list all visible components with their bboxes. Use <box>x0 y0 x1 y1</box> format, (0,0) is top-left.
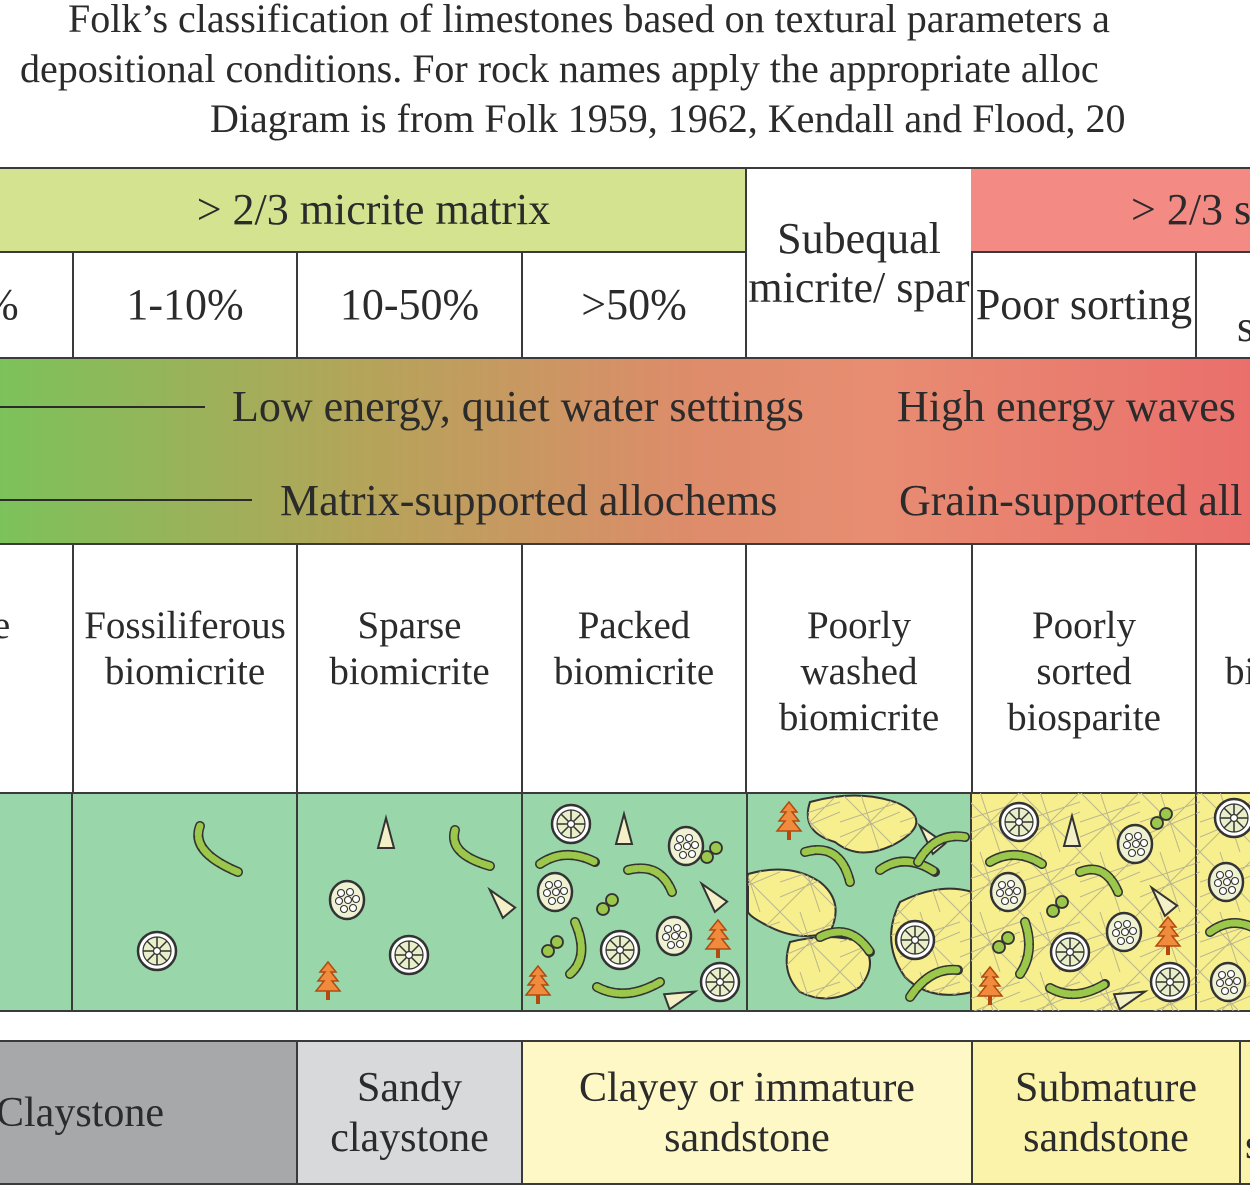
crinoid-ossicle-icon <box>550 803 592 845</box>
micrite-matrix-label: > 2/3 micrite matrix <box>196 185 551 234</box>
bryozoan-fragment-icon <box>328 879 366 921</box>
crinoid-ossicle-icon <box>699 961 741 1003</box>
submature-sandstone-label: Submature sandstone <box>1015 1064 1197 1161</box>
subheader-10-50-label: 10-50% <box>339 280 480 329</box>
subheader-poor-sorting-label: Poor sorting <box>975 280 1193 329</box>
bryozoan-fragment-icon <box>1105 911 1143 953</box>
rockname-col0: te <box>0 543 74 794</box>
crinoid-ossicle-icon <box>998 801 1040 843</box>
high-energy-label: High energy waves <box>897 382 1236 431</box>
caption-line-1: Folk’s classification of limestones base… <box>68 0 1110 41</box>
bryozoan-fragment-icon <box>667 825 705 867</box>
bryozoan-fragment-icon <box>1209 961 1247 1003</box>
rockname-col0-label: te <box>0 604 11 647</box>
siliciclastic-col-last: s <box>1239 1040 1250 1185</box>
texture-illustration-row <box>0 792 1250 1012</box>
texture-illustrations-svg <box>0 792 1250 1012</box>
subequal-header: Subequal micrite/ spar <box>745 167 973 359</box>
siliciclastic-col-last-label: s <box>1245 1122 1250 1168</box>
subheader-over-50: >50% <box>521 251 747 359</box>
crinoid-ossicle-icon <box>136 930 178 972</box>
energy-gradient-band <box>0 357 1250 545</box>
grain-supported-label: Grain-supported all <box>899 476 1243 525</box>
rockname-col-last-label: bi <box>1225 650 1250 693</box>
subequal-label: Subequal micrite/ spar <box>748 214 970 312</box>
claystone-cell: Claystone <box>0 1040 298 1185</box>
poorly-washed-biomicrite-label: Poorly washed biomicrite <box>778 604 940 739</box>
bryozoan-fragment-icon <box>655 915 693 957</box>
matrix-supported-label: Matrix-supported allochems <box>280 476 778 525</box>
subheader-1-10: 1-10% <box>72 251 298 359</box>
subheader-col0: % <box>0 251 74 359</box>
caption-line-2: depositional conditions. For rock names … <box>20 46 1099 91</box>
subheader-poor-sorting: Poor sorting <box>971 251 1197 359</box>
sparite-header: > 2/3 s <box>971 167 1250 253</box>
low-energy-label: Low energy, quiet water settings <box>232 382 804 431</box>
subheader-10-50: 10-50% <box>296 251 523 359</box>
matrix-panel-fossiliferous <box>71 792 298 1012</box>
sparite-label: > 2/3 s <box>1131 185 1250 234</box>
low-energy-leader-line <box>0 406 205 408</box>
bryozoan-fragment-icon <box>536 871 574 913</box>
clayey-sandstone-cell: Clayey or immature sandstone <box>521 1040 973 1185</box>
rockname-packed-biomicrite: Packed biomicrite <box>521 543 747 794</box>
rockname-sparse-biomicrite: Sparse biomicrite <box>296 543 523 794</box>
rockname-poorly-sorted-biosparite: Poorly sorted biosparite <box>971 543 1197 794</box>
crinoid-ossicle-icon <box>1049 931 1091 973</box>
matrix-supported-leader-line <box>0 499 252 501</box>
crinoid-ossicle-icon <box>388 934 430 976</box>
subheader-col-last-label: s <box>1237 302 1250 351</box>
packed-biomicrite-label: Packed biomicrite <box>553 604 715 693</box>
subheader-col-last: s <box>1195 251 1250 359</box>
rockname-fossiliferous-biomicrite: Fossiliferous biomicrite <box>72 543 298 794</box>
bryozoan-fragment-icon <box>1116 823 1154 865</box>
subheader-1-10-label: 1-10% <box>126 280 244 329</box>
poorly-sorted-biosparite-label: Poorly sorted biosparite <box>1007 604 1161 739</box>
subheader-col0-label: % <box>0 282 19 328</box>
crinoid-ossicle-icon <box>1149 961 1191 1003</box>
rockname-col-last: bi <box>1195 543 1250 794</box>
matrix-panel-col0 <box>0 792 73 1012</box>
caption-line-3: Diagram is from Folk 1959, 1962, Kendall… <box>210 96 1126 141</box>
sandy-claystone-label: Sandy claystone <box>330 1064 489 1161</box>
bryozoan-fragment-icon <box>1207 861 1245 903</box>
clayey-sandstone-label: Clayey or immature sandstone <box>579 1064 915 1161</box>
rockname-poorly-washed-biomicrite: Poorly washed biomicrite <box>745 543 973 794</box>
bryozoan-fragment-icon <box>989 871 1027 913</box>
crinoid-ossicle-icon <box>894 919 936 961</box>
micrite-matrix-header: > 2/3 micrite matrix <box>0 167 747 253</box>
sandy-claystone-cell: Sandy claystone <box>296 1040 523 1185</box>
submature-sandstone-cell: Submature sandstone <box>971 1040 1241 1185</box>
crinoid-ossicle-icon <box>599 929 641 971</box>
claystone-label: Claystone <box>0 1089 164 1136</box>
fossiliferous-biomicrite-label: Fossiliferous biomicrite <box>84 604 286 693</box>
subheader-over-50-label: >50% <box>581 280 687 329</box>
crinoid-ossicle-icon <box>1213 797 1250 839</box>
sparse-biomicrite-label: Sparse biomicrite <box>329 604 490 693</box>
